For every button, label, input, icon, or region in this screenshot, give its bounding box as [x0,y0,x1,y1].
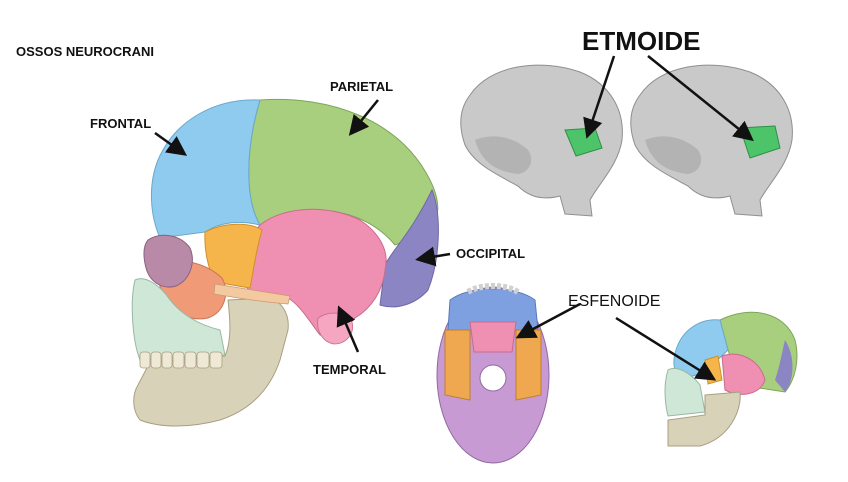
teeth-row [139,351,223,369]
arrow-frontal [154,131,188,156]
sphenoid-greater-wing [204,223,263,289]
arrow-etmoide-2 [647,55,754,142]
main-skull [131,98,439,427]
arrow-etmoide-1 [583,55,616,139]
arrow-occipital [415,246,451,267]
skull-base [436,283,550,464]
label-occipital: OCCIPITAL [456,246,526,261]
frontal-bone [151,99,262,239]
label-esfenoide: ESFENOIDE [568,293,661,310]
small-skull [664,311,798,447]
label-frontal: FRONTAL [90,116,152,131]
diagram-title: OSSOS NEUROCRANI [16,44,154,59]
pointer-arrows [154,55,754,381]
label-temporal: TEMPORAL [313,362,386,377]
ethmoid-skull-2 [630,64,793,217]
arrow-parietal [348,99,379,136]
arrow-esfenoide-2 [615,316,717,381]
arrow-temporal [336,305,360,353]
occipital-bone [379,188,439,308]
label-parietal: PARIETAL [330,79,394,94]
orbit [143,234,193,288]
arrow-esfenoide-1 [515,302,581,339]
zygomatic-arch [213,283,291,305]
ethmoid-skull-1 [460,64,623,217]
maxilla [131,278,226,361]
label-etmoide: ETMOIDE [582,26,701,56]
